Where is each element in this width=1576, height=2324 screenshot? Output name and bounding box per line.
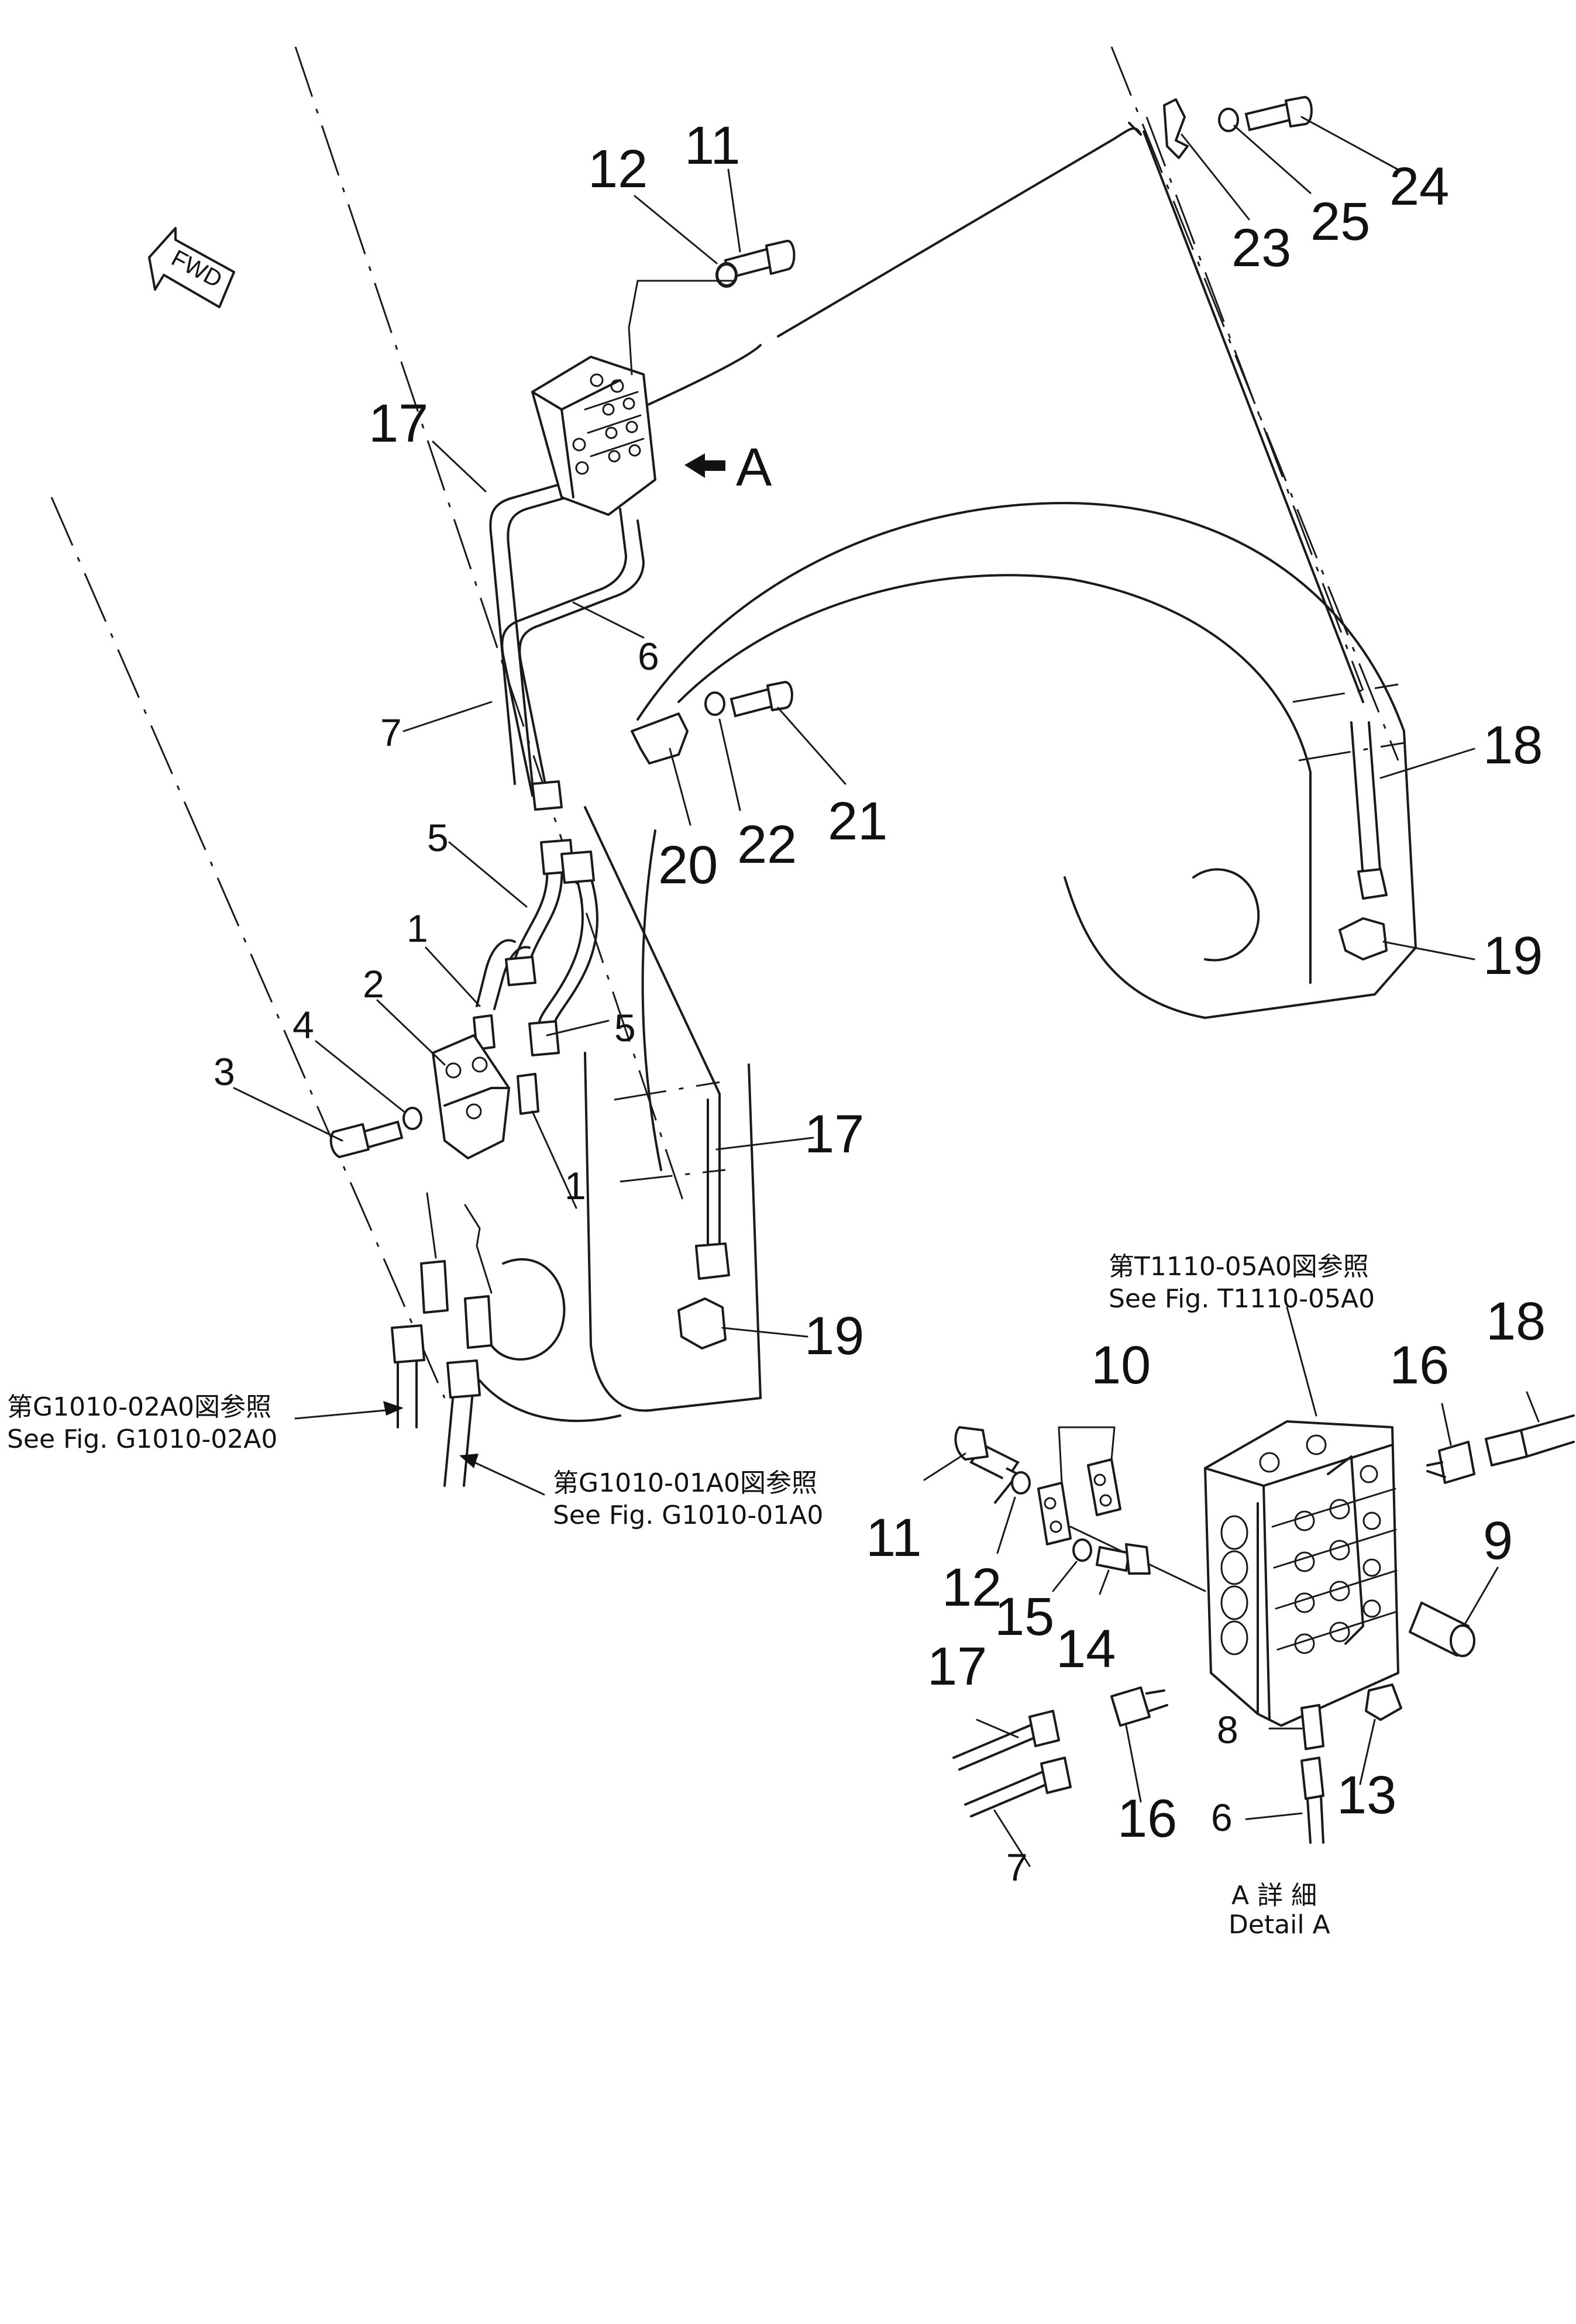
detail-a-assembly <box>1204 1420 1399 1727</box>
label-part-17-upper: 17 <box>369 394 428 453</box>
forward-direction-arrow: FWD <box>148 227 235 308</box>
label-part-19-lower: 19 <box>804 1306 864 1366</box>
washer-25 <box>1218 108 1239 132</box>
fitting-18-upper <box>1357 868 1388 900</box>
label-detail-7: 7 <box>1006 1846 1028 1889</box>
label-part-20: 20 <box>658 835 718 895</box>
ref-g1010-01-en: See Fig. G1010-01A0 <box>553 1500 823 1530</box>
label-detail-17: 17 <box>927 1637 987 1696</box>
label-part-24: 24 <box>1389 157 1449 216</box>
detail-fitting-16-bottom <box>1110 1686 1168 1727</box>
valve-block-main <box>531 356 656 516</box>
elbow-19-lower <box>677 1297 727 1349</box>
label-part-5-lower: 5 <box>614 1006 636 1049</box>
label-detail-13: 13 <box>1337 1765 1396 1825</box>
detail-fitting-18 <box>1485 1414 1575 1466</box>
lower-nipples <box>391 1192 493 1399</box>
view-a-arrow: A <box>684 438 772 497</box>
washer-22 <box>704 691 725 716</box>
label-part-4: 4 <box>293 1003 314 1046</box>
bolt-3 <box>329 1120 404 1158</box>
clamp-20 <box>631 712 689 765</box>
part-labels-detail: 10 16 18 11 12 9 15 14 17 8 13 16 6 7 <box>866 1292 1546 1889</box>
label-detail-16-bottom: 16 <box>1117 1789 1177 1848</box>
label-detail-9: 9 <box>1483 1511 1513 1571</box>
boom-outline <box>50 46 1417 1423</box>
ref-t1110-jp: 第T1110-05A0図参照 <box>1109 1252 1369 1282</box>
block-2 <box>432 1034 510 1159</box>
pin-hole-lower <box>490 1258 566 1361</box>
label-part-12-top: 12 <box>588 139 648 199</box>
label-detail-10: 10 <box>1091 1335 1151 1395</box>
ref-g1010-02-en: See Fig. G1010-02A0 <box>7 1424 277 1454</box>
label-detail-18: 18 <box>1486 1292 1546 1351</box>
detail-plug-9 <box>1409 1602 1475 1657</box>
label-part-7: 7 <box>380 711 402 754</box>
label-detail-12: 12 <box>942 1558 1002 1617</box>
detail-washer-15 <box>1072 1538 1092 1562</box>
ref-g1010-01-jp: 第G1010-01A0図参照 <box>553 1468 817 1498</box>
part-labels-main: 12 11 23 25 24 17 6 7 18 20 22 21 5 1 2 … <box>214 116 1543 1366</box>
detail-nut-13 <box>1365 1683 1402 1721</box>
label-detail-6: 6 <box>1211 1796 1233 1839</box>
detail-washer-12 <box>1011 1471 1031 1495</box>
view-a-label: A <box>736 438 772 497</box>
label-part-3: 3 <box>214 1050 235 1093</box>
label-part-19-upper: 19 <box>1483 926 1543 986</box>
leader-lines <box>233 116 1540 1867</box>
bolt-21 <box>729 681 793 718</box>
detail-title-en: Detail A <box>1229 1910 1330 1940</box>
label-part-25: 25 <box>1310 192 1370 252</box>
nut-17-lower <box>695 1242 730 1280</box>
hose-fittings <box>473 780 595 1115</box>
detail-fitting-8 <box>1300 1704 1324 1750</box>
detail-fitting-6 <box>1300 1757 1324 1844</box>
label-part-23: 23 <box>1231 218 1291 278</box>
label-detail-15: 15 <box>995 1587 1054 1647</box>
label-detail-8: 8 <box>1217 1708 1238 1751</box>
ref-t1110-en: See Fig. T1110-05A0 <box>1109 1284 1375 1314</box>
figure-references: 第T1110-05A0図参照 See Fig. T1110-05A0 第G101… <box>7 1252 1375 1530</box>
main-piping <box>397 122 1382 1487</box>
label-detail-11: 11 <box>866 1508 922 1568</box>
detail-bolt-14 <box>1095 1543 1151 1575</box>
washer-4 <box>402 1107 422 1130</box>
label-part-6: 6 <box>638 635 659 678</box>
bolt-24 <box>1244 96 1313 132</box>
detail-a-caption: A 詳 細 Detail A <box>1229 1881 1330 1940</box>
clamp-23 <box>1163 98 1189 159</box>
detail-title-jp: A 詳 細 <box>1231 1881 1317 1910</box>
washer-12-top <box>716 263 737 287</box>
pin-hole-upper <box>1192 868 1260 962</box>
elbow-19-upper <box>1338 917 1388 960</box>
label-part-1-upper: 1 <box>407 907 428 950</box>
label-part-17-lower: 17 <box>804 1104 864 1164</box>
label-part-5-upper: 5 <box>427 816 449 859</box>
label-detail-16-top: 16 <box>1389 1335 1449 1395</box>
ref-g1010-02-jp: 第G1010-02A0図参照 <box>7 1392 271 1422</box>
detail-bolt-11 <box>954 1426 1020 1504</box>
label-detail-14: 14 <box>1056 1619 1116 1679</box>
label-part-1-lower: 1 <box>565 1164 586 1207</box>
label-part-11-top: 11 <box>684 116 741 175</box>
label-part-18-upper: 18 <box>1483 715 1543 775</box>
label-part-2: 2 <box>363 962 384 1006</box>
detail-fitting-16-top <box>1426 1441 1475 1484</box>
label-part-22: 22 <box>737 815 797 874</box>
detail-plates-10 <box>1037 1426 1206 1592</box>
detail-tube-17 <box>952 1710 1072 1817</box>
label-part-21: 21 <box>828 791 887 851</box>
